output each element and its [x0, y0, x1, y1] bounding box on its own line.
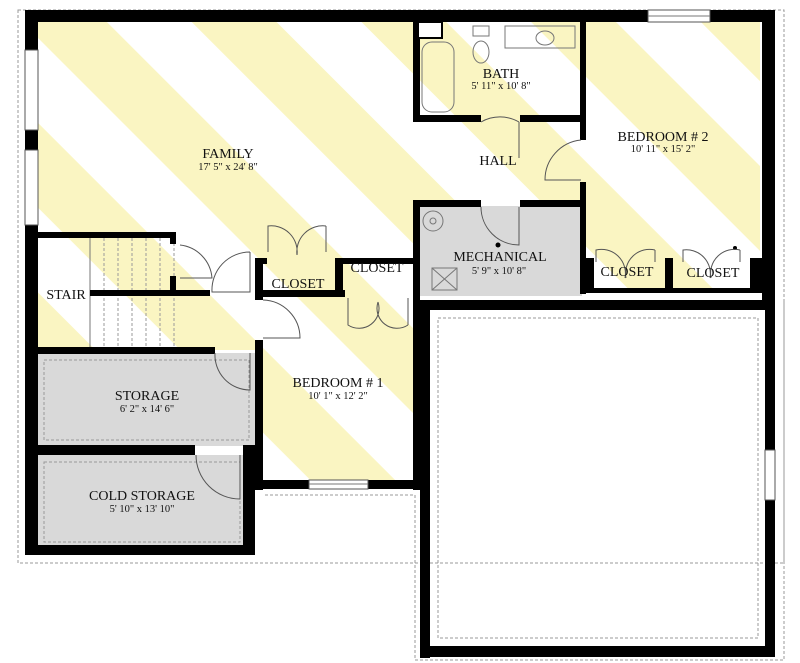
- garage: [430, 310, 765, 646]
- cold-storage-room: [38, 455, 246, 547]
- bedroom1-size: 10' 1" x 12' 2": [308, 391, 368, 402]
- closet-hall-label: CLOSET: [272, 277, 325, 292]
- hall-label: HALL: [479, 154, 516, 169]
- bedroom1-label: BEDROOM # 1: [292, 376, 383, 391]
- closet-b2-left-label: CLOSET: [601, 265, 654, 280]
- windows: [24, 9, 776, 501]
- storage-label: STORAGE: [115, 389, 179, 404]
- finished-area: [38, 22, 760, 482]
- bath-fixtures: [417, 21, 576, 113]
- family-label: FAMILY: [202, 147, 253, 162]
- cold-storage-size: 5' 10" x 13' 10": [110, 504, 175, 515]
- mechanical-label: MECHANICAL: [453, 250, 546, 265]
- stair-label: STAIR: [46, 288, 86, 303]
- bath-size: 5' 11" x 10' 8": [471, 81, 530, 92]
- doors[interactable]: [179, 116, 741, 500]
- bath-label: BATH: [483, 67, 520, 82]
- mechanical-room: [418, 206, 582, 296]
- mechanical-size: 5' 9" x 10' 8": [472, 266, 526, 277]
- bedroom2-label: BEDROOM # 2: [617, 130, 708, 145]
- closet-b1-label: CLOSET: [351, 261, 404, 276]
- closet-b2-right-label: CLOSET: [687, 266, 740, 281]
- storage-size: 6' 2" x 14' 6": [120, 404, 174, 415]
- bedroom2-size: 10' 11" x 15' 2": [631, 144, 695, 155]
- cold-storage-label: COLD STORAGE: [89, 489, 195, 504]
- walls: [25, 10, 775, 658]
- family-size: 17' 5" x 24' 8": [198, 162, 258, 173]
- mechanical-equipment: [422, 210, 737, 291]
- storage-room: [38, 353, 256, 446]
